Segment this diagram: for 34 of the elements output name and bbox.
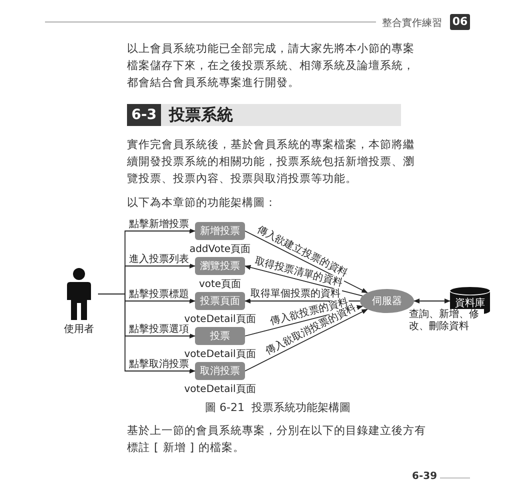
- arrow: [244, 308, 368, 372]
- page-box: 取消投票: [195, 362, 245, 380]
- chapter-number: 06: [450, 14, 470, 30]
- page-box: 投票: [195, 327, 245, 345]
- arrow: [244, 264, 364, 296]
- edge-label: 取得單個投票的資料: [250, 288, 342, 300]
- section-number: 6-3: [127, 104, 161, 126]
- page-caption: addVote頁面: [189, 243, 251, 256]
- body-paragraph: 基於上一節的會員系統專案，分別在以下的目錄建立後方有標註 [ 新增 ] 的檔案。: [127, 423, 427, 456]
- body-paragraph: 以下為本章節的功能架構圖：: [127, 195, 278, 211]
- body-paragraph: 實作完會員系統後，基於會員系統的專案檔案，本節將繼續開發投票系統的相關功能，投票系統包括新增投票、瀏覽投票、投票內容、投票與取消投票等功能。: [127, 137, 416, 187]
- page-caption: voteDetail頁面: [184, 313, 256, 325]
- edge-label: 查詢、新增、修改、刪除資料: [408, 309, 484, 333]
- edge-label: 點擊新增投票: [128, 219, 190, 230]
- edge-label: 進入投票列表: [128, 254, 190, 265]
- person-caption: 使用者: [64, 322, 94, 336]
- person-icon: [66, 268, 92, 320]
- edge-label: 點擊投票選項: [128, 324, 190, 335]
- page-box: 投票頁面: [195, 292, 245, 310]
- page-caption: voteDetail頁面: [184, 383, 256, 396]
- page-box: 瀏覽投票: [195, 257, 245, 275]
- arrow: [244, 230, 368, 294]
- arrow: [413, 298, 451, 304]
- running-header: 整合實作練習: [382, 16, 442, 30]
- arrow: [98, 294, 196, 374]
- figure-caption: 圖 6-21 投票系統功能架構圖: [205, 400, 350, 415]
- page-box: 新增投票: [195, 222, 245, 240]
- page-number: 6-39: [412, 471, 438, 482]
- edge-label: 點擊取消投票: [128, 359, 190, 370]
- edge-label: 點擊投票標題: [128, 289, 190, 300]
- body-paragraph: 以上會員系統功能已全部完成，請大家先將本小節的專案檔案儲存下來，在之後投票系統、相簿系統及論壇系統，都會結合會員系統專案進行開發。: [127, 41, 416, 91]
- section-heading: 投票系統: [161, 104, 401, 126]
- page-caption: vote頁面: [198, 278, 242, 291]
- page-caption: voteDetail頁面: [184, 348, 256, 360]
